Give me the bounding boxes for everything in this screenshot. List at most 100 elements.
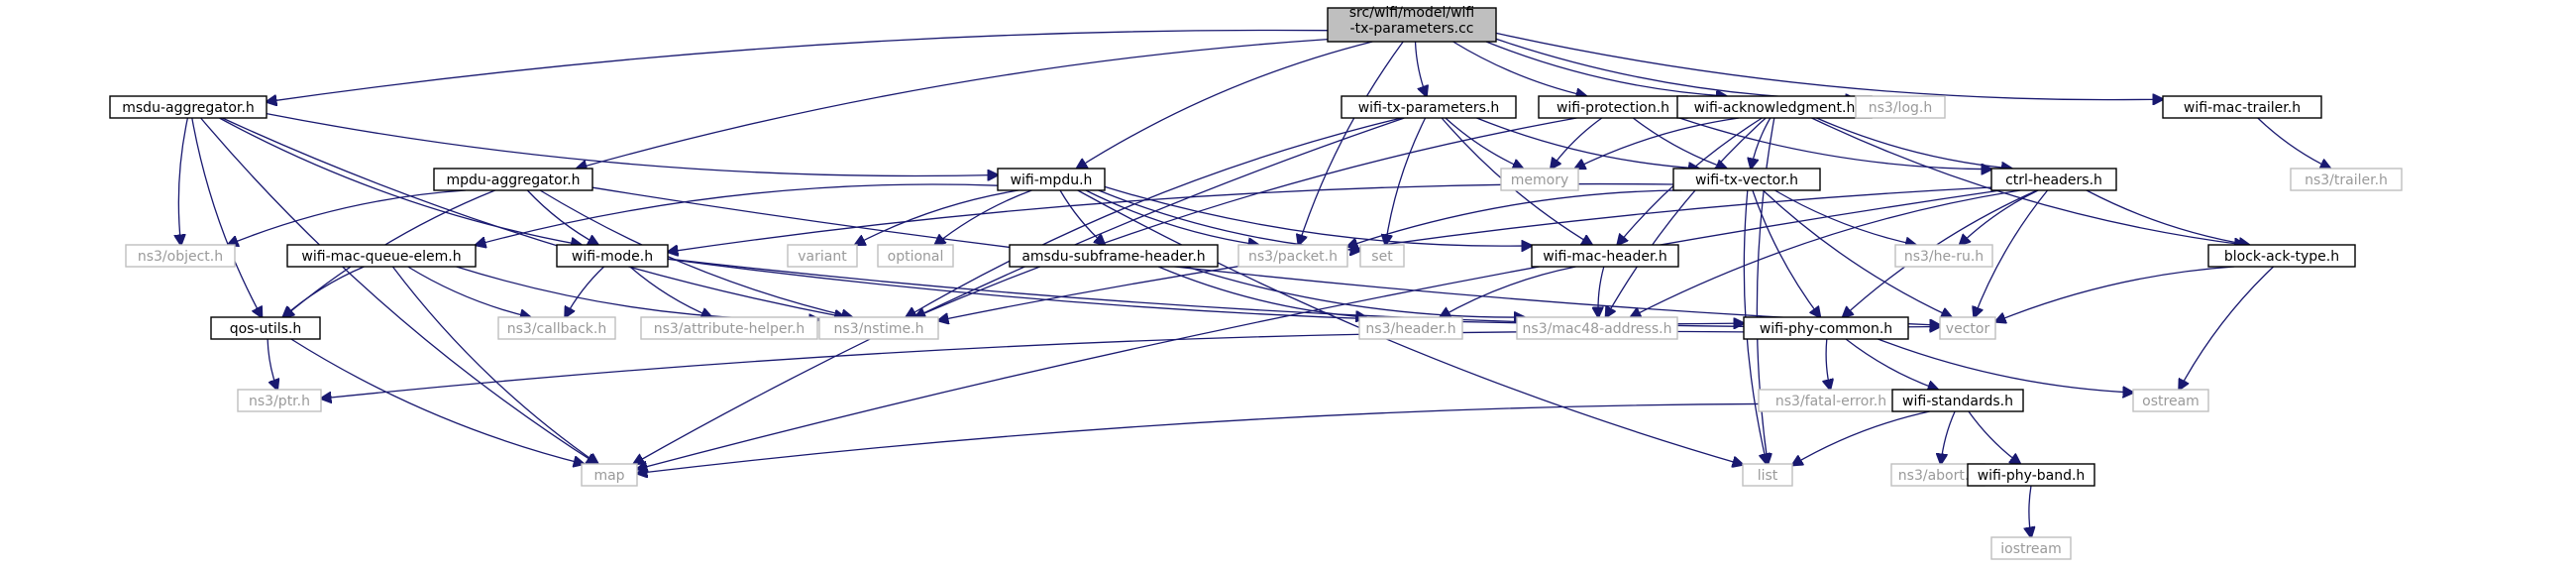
node-heru: ns3/he-ru.h bbox=[1894, 244, 1993, 268]
node-txvector[interactable]: wifi-tx-vector.h bbox=[1672, 168, 1821, 191]
edge-queueelem-to-qos bbox=[283, 266, 365, 317]
edge-ctrl-to-heru bbox=[1960, 189, 2039, 245]
edge-ack-to-mac48 bbox=[1606, 117, 1767, 317]
node-box bbox=[997, 168, 1106, 191]
edge-amsdu-to-header bbox=[1157, 266, 1366, 317]
edge-standards-to-list bbox=[1792, 410, 1930, 465]
node-label: msdu-aggregator.h bbox=[122, 100, 254, 116]
node-label: block-ack-type.h bbox=[2224, 249, 2339, 265]
node-label: wifi-standards.h bbox=[1902, 394, 2013, 409]
edge-ack-to-memory bbox=[1575, 117, 1740, 169]
node-box bbox=[581, 463, 638, 487]
node-box bbox=[433, 168, 593, 191]
node-label: ns3/mac48-address.h bbox=[1523, 321, 1672, 337]
node-ostream: ostream bbox=[2132, 389, 2209, 412]
edge-root-to-msdu bbox=[267, 29, 1329, 102]
edge-root-to-log bbox=[1495, 38, 1856, 99]
edge-txparams-to-set bbox=[1385, 117, 1427, 245]
node-trailer: ns3/trailer.h bbox=[2290, 168, 2403, 191]
edge-root-to-wifimpdu bbox=[1077, 41, 1373, 169]
node-label: ns3/object.h bbox=[138, 249, 223, 265]
node-blockack[interactable]: block-ack-type.h bbox=[2207, 244, 2356, 268]
node-label: ns3/callback.h bbox=[507, 321, 606, 337]
node-box bbox=[1500, 168, 1579, 191]
node-box bbox=[556, 244, 669, 268]
edge-phycommon-to-ptr bbox=[321, 330, 1745, 399]
node-label: ns3/he-ru.h bbox=[1904, 249, 1984, 265]
node-box bbox=[1855, 95, 1946, 119]
node-label: wifi-mpdu.h bbox=[1011, 172, 1093, 188]
edge-macheader-to-header bbox=[1441, 266, 1576, 317]
edge-protection-to-ctrl bbox=[1678, 117, 1991, 170]
node-protection[interactable]: wifi-protection.h bbox=[1538, 95, 1688, 119]
edge-queueelem-to-callback bbox=[407, 266, 531, 317]
edge-phycommon-to-standards bbox=[1845, 338, 1938, 390]
node-qos[interactable]: qos-utils.h bbox=[210, 316, 321, 340]
node-queueelem[interactable]: wifi-mac-queue-elem.h bbox=[286, 244, 477, 268]
node-set: set bbox=[1359, 244, 1405, 268]
node-label: ns3/log.h bbox=[1869, 100, 1932, 116]
node-box bbox=[1967, 463, 2095, 487]
node-layer: src/wifi/model/wifi-tx-parameters.cc msdu… bbox=[109, 5, 2403, 560]
node-macheader[interactable]: wifi-mac-header.h bbox=[1531, 244, 1679, 268]
node-phyband[interactable]: wifi-phy-band.h bbox=[1967, 463, 2095, 487]
node-fatal: ns3/fatal-error.h bbox=[1758, 389, 1904, 412]
node-label: wifi-mode.h bbox=[572, 249, 653, 265]
node-box bbox=[1341, 95, 1517, 119]
node-txparams[interactable]: wifi-tx-parameters.h bbox=[1341, 95, 1517, 119]
node-box bbox=[1990, 536, 2072, 560]
node-label: variant bbox=[798, 249, 847, 265]
edge-blockack-to-vector bbox=[1995, 266, 2235, 322]
node-label: ns3/attribute-helper.h bbox=[654, 321, 805, 337]
node-box bbox=[1009, 244, 1219, 268]
edge-qos-to-map bbox=[290, 338, 584, 464]
edge-ctrl-to-map bbox=[637, 189, 2001, 469]
node-phycommon[interactable]: wifi-phy-common.h bbox=[1743, 316, 1909, 340]
node-label: wifi-tx-parameters.h bbox=[1358, 100, 1500, 116]
node-mactrailer[interactable]: wifi-mac-trailer.h bbox=[2162, 95, 2322, 119]
node-mpdu[interactable]: mpdu-aggregator.h bbox=[433, 168, 593, 191]
node-msdu[interactable]: msdu-aggregator.h bbox=[109, 95, 268, 119]
node-attr: ns3/attribute-helper.h bbox=[640, 316, 818, 340]
node-box bbox=[640, 316, 818, 340]
edge-ack-to-list bbox=[1756, 117, 1775, 464]
node-standards[interactable]: wifi-standards.h bbox=[1891, 389, 2024, 412]
node-box bbox=[2132, 389, 2209, 412]
node-box bbox=[1894, 244, 1993, 268]
edge-layer bbox=[178, 29, 2330, 537]
node-amsdu[interactable]: amsdu-subframe-header.h bbox=[1009, 244, 1219, 268]
node-box bbox=[1237, 244, 1348, 268]
node-wifimode[interactable]: wifi-mode.h bbox=[556, 244, 669, 268]
edge-wifimode-to-attr bbox=[629, 266, 711, 317]
node-map: map bbox=[581, 463, 638, 487]
edge-ctrl-to-mac48 bbox=[1631, 189, 2021, 317]
node-label: qos-utils.h bbox=[230, 321, 302, 337]
edge-msdu-to-wifimode bbox=[219, 117, 581, 245]
edge-blockack-to-ostream bbox=[2179, 266, 2275, 390]
node-wifimpdu[interactable]: wifi-mpdu.h bbox=[997, 168, 1106, 191]
node-box bbox=[1939, 316, 1996, 340]
node-label: mpdu-aggregator.h bbox=[446, 172, 580, 188]
node-label: wifi-tx-vector.h bbox=[1695, 172, 1798, 188]
node-label: list bbox=[1758, 468, 1778, 484]
node-box bbox=[877, 244, 954, 268]
edge-wifimpdu-to-queueelem bbox=[476, 183, 999, 245]
node-ack[interactable]: wifi-acknowledgment.h bbox=[1676, 95, 1873, 119]
node-label: amsdu-subframe-header.h bbox=[1021, 249, 1205, 265]
node-root[interactable]: src/wifi/model/wifi-tx-parameters.cc bbox=[1327, 5, 1497, 43]
node-label: ns3/ptr.h bbox=[249, 394, 310, 409]
edge-ack-to-ctrl bbox=[1816, 117, 2012, 169]
node-box bbox=[2162, 95, 2322, 119]
node-label-line: -tx-parameters.cc bbox=[1350, 21, 1474, 37]
node-label: wifi-acknowledgment.h bbox=[1694, 100, 1856, 116]
node-box bbox=[1891, 389, 2024, 412]
edge-txvector-to-heru bbox=[1774, 189, 1915, 245]
edge-mpdu-to-vector bbox=[591, 186, 1940, 325]
node-label: memory bbox=[1511, 172, 1569, 188]
node-label: wifi-mac-trailer.h bbox=[2184, 100, 2301, 116]
node-callback: ns3/callback.h bbox=[497, 316, 616, 340]
edge-wifimpdu-to-macheader bbox=[1104, 185, 1532, 246]
node-ctrl[interactable]: ctrl-headers.h bbox=[1990, 168, 2117, 191]
node-optional: optional bbox=[877, 244, 954, 268]
